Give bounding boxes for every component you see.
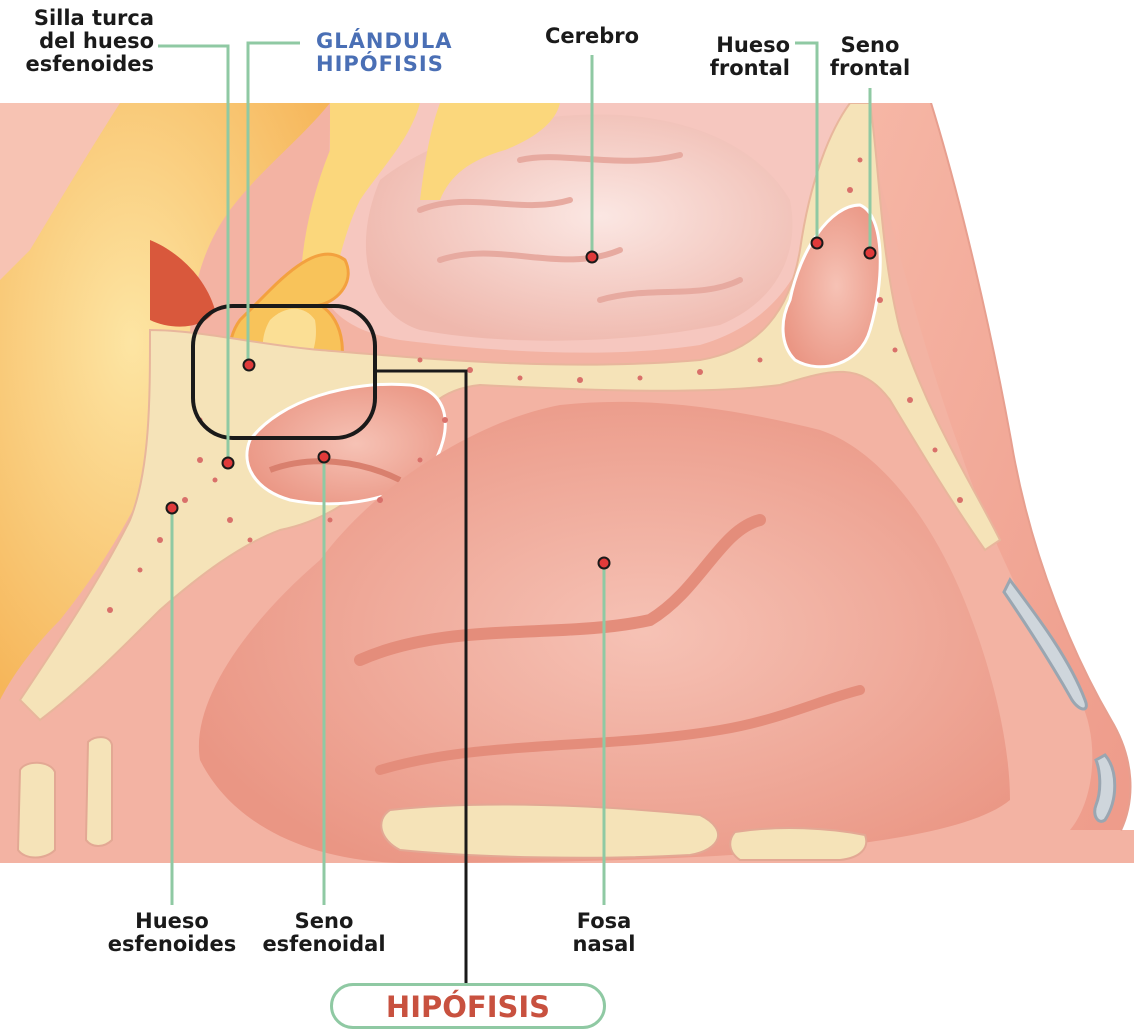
marker-hueso-frontal (812, 238, 823, 249)
hipofisis-title-box: HIPÓFISIS (330, 983, 606, 1029)
marker-seno-esfenoidal (319, 452, 330, 463)
marker-fosa-nasal (599, 558, 610, 569)
marker-seno-frontal (865, 248, 876, 259)
label-silla-turca: Silla turca del hueso esfenoides (2, 7, 154, 76)
marker-silla-turca (223, 458, 234, 469)
label-seno-esfenoidal: Seno esfenoidal (248, 910, 400, 956)
marker-cerebro (587, 252, 598, 263)
label-hueso-frontal: Hueso frontal (690, 34, 790, 80)
label-hueso-esfenoides: Hueso esfenoides (98, 910, 246, 956)
label-fosa-nasal: Fosa nasal (554, 910, 654, 956)
label-glandula-hipofisis: GLÁNDULA HIPÓFISIS (316, 30, 453, 76)
label-cerebro: Cerebro (530, 25, 654, 48)
anatomy-artwork (0, 103, 1134, 863)
marker-hueso-esfenoides (167, 503, 178, 514)
marker-glandula-hipofisis (244, 360, 255, 371)
hipofisis-title: HIPÓFISIS (386, 990, 550, 1024)
label-seno-frontal: Seno frontal (815, 34, 925, 80)
